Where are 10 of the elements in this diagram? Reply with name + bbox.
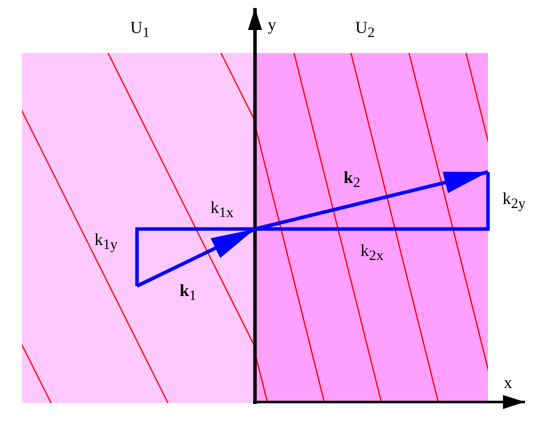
math-label: k$_{1x}$ [210,198,234,222]
math-label: k$_{2x}$ [360,240,384,266]
math-label: y [268,15,276,35]
math-label: U$_{1}$ [130,18,150,42]
math-label: U$_{2}$ [355,18,375,42]
math-label: x [504,373,512,393]
math-label: k$_{1y}$ [94,230,118,254]
math-label: k$_{1}$ [180,280,196,306]
math-label: k$_{2y}$ [502,188,526,214]
math-label: k$_{2}$ [344,168,360,192]
